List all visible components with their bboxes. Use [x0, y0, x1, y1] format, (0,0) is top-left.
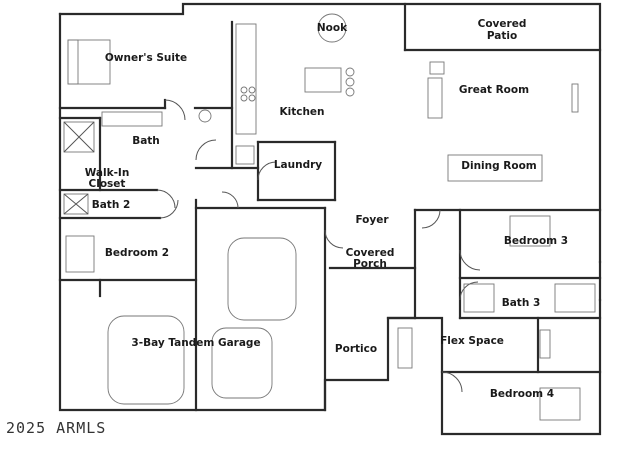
- label-bedroom-4: Bedroom 4: [490, 388, 554, 400]
- exterior-walls: [58, 2, 602, 436]
- label-bedroom-3: Bedroom 3: [504, 235, 568, 247]
- label-bath-3: Bath 3: [502, 297, 541, 309]
- label-walk-in-line1: Walk-In: [85, 167, 130, 179]
- label-walk-in-line2: Closet: [89, 178, 126, 190]
- fixtures: [63, 13, 596, 421]
- label-foyer: Foyer: [355, 214, 389, 226]
- interior-walls: [58, 2, 602, 412]
- label-covered-porch-line2: Porch: [353, 258, 387, 270]
- label-great-room: Great Room: [459, 84, 529, 96]
- label-bedroom-2: Bedroom 2: [105, 247, 169, 259]
- label-garage: 3-Bay Tandem Garage: [131, 337, 260, 349]
- label-laundry: Laundry: [274, 159, 322, 171]
- label-nook: Nook: [317, 22, 348, 34]
- label-kitchen: Kitchen: [279, 106, 324, 118]
- label-portico: Portico: [335, 343, 377, 355]
- label-flex-space: Flex Space: [440, 335, 504, 347]
- door-swings: [156, 99, 481, 393]
- label-owners-suite: Owner's Suite: [105, 52, 187, 64]
- room-labels: Nook Covered Patio Owner's Suite Great R…: [85, 18, 568, 400]
- label-dining-room: Dining Room: [461, 160, 537, 172]
- label-covered-porch-line1: Covered: [346, 247, 395, 259]
- label-covered-patio-line1: Covered: [478, 18, 527, 30]
- label-covered-patio-line2: Patio: [487, 30, 517, 42]
- label-bath-2: Bath 2: [92, 199, 131, 211]
- copyright-watermark: 2025 ARMLS: [6, 419, 107, 437]
- label-bath: Bath: [132, 135, 160, 147]
